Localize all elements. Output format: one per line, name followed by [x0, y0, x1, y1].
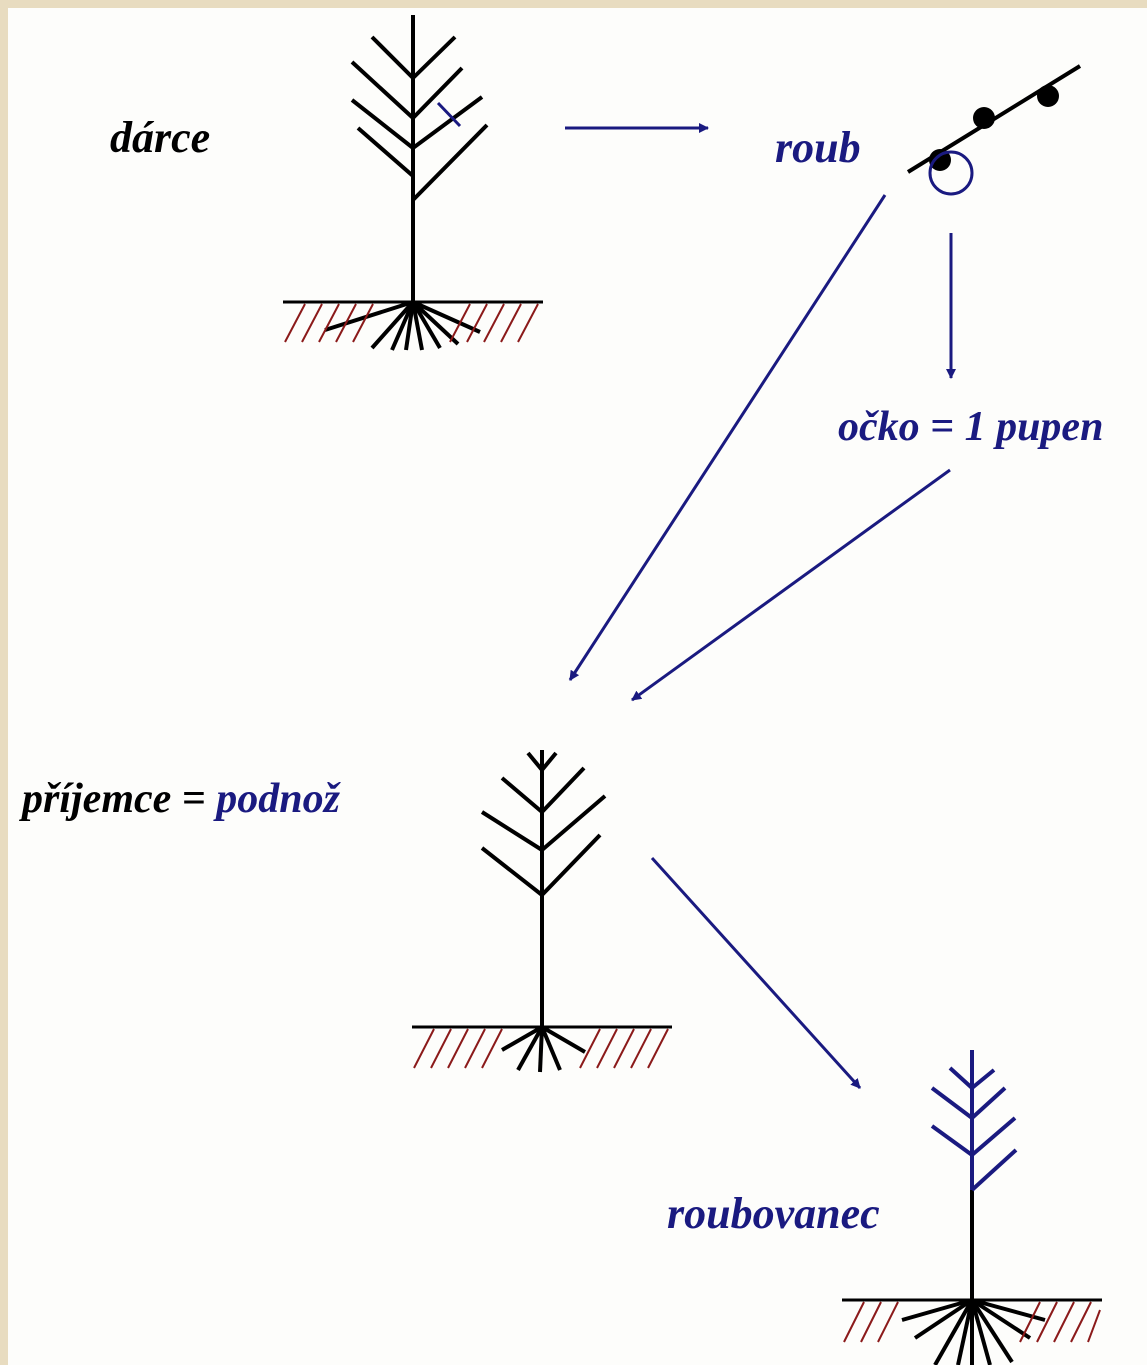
grafted-tree [842, 1050, 1102, 1365]
arrow-bud-to-rootstock [631, 468, 951, 702]
label-rootstock: podnož [216, 776, 340, 822]
rootstock-soil [412, 1025, 672, 1069]
scion-bud [929, 149, 951, 171]
arrow-scion-to-rootstock [568, 194, 887, 681]
label-donor: dárce [110, 113, 211, 162]
scion-bud [973, 107, 995, 129]
donor-soil [283, 300, 543, 343]
donor-tree [324, 15, 489, 351]
bud-highlight-circle [928, 150, 974, 196]
scion-bud [1037, 85, 1059, 107]
label-scion: roub [775, 123, 861, 172]
arrow-rootstock-to-grafted [650, 856, 862, 1090]
diagram-canvas [8, 8, 1147, 1365]
scion-twig [906, 64, 1082, 196]
label-equals: = [181, 776, 206, 822]
grafted-soil [843, 1301, 1101, 1343]
rootstock-tree [480, 750, 607, 1073]
label-bud: očko = 1 pupen [838, 404, 1104, 450]
grafted-scion [930, 1050, 1018, 1192]
label-grafted: roubovanec [667, 1189, 880, 1238]
label-recipient-rootstock: příjemce = podnož [22, 778, 340, 820]
cut-mark [436, 101, 462, 128]
label-recipient: příjemce [22, 776, 172, 822]
